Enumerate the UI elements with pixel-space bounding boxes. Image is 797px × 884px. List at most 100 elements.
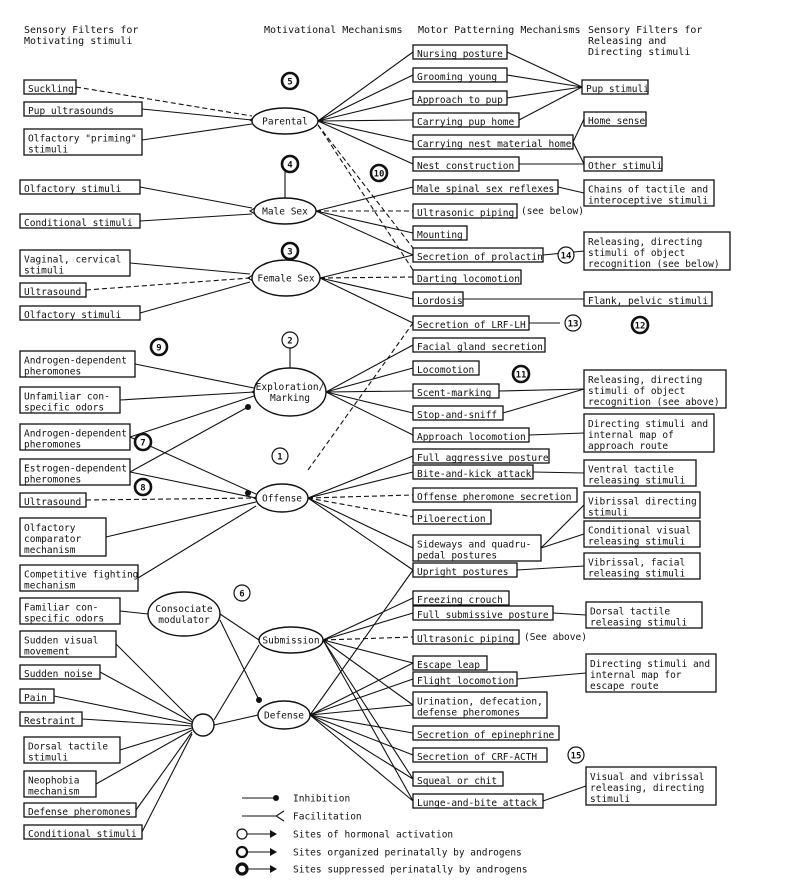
left-estrogen-dep-text: Estrogen-dependent: [24, 464, 127, 475]
left-pain-text: Pain: [24, 693, 47, 704]
motor-mounting-text: Mounting: [417, 230, 463, 241]
right-box: [583, 413, 715, 453]
marker-circle: [567, 746, 585, 764]
node-ellipse: [251, 107, 319, 135]
motor-box: [412, 605, 554, 621]
header-motivational-text: Motivational Mechanisms: [264, 25, 402, 36]
connection-line: [322, 636, 414, 641]
motor-lordosis-text: Lordosis: [417, 296, 463, 307]
motor-box: [412, 44, 508, 60]
left-olfactory-stimuli-1: Olfactory stimuli: [19, 179, 141, 195]
motor-offense-pheromone-text: Offense pheromone secretion: [417, 492, 571, 503]
connection-line: [119, 727, 193, 751]
motor-secretion-crf: Secretion of CRF-ACTH: [412, 747, 548, 763]
connection-line: [213, 644, 260, 721]
marker-8: 8: [133, 477, 153, 497]
node-ellipse: [251, 259, 321, 297]
motor-secretion-epinephrine: Secretion of epinephrine: [412, 725, 560, 741]
left-restraint-text: Restraint: [24, 716, 75, 727]
marker-number: 6: [239, 590, 244, 600]
connection-line: [552, 612, 587, 616]
motor-lordosis: Lordosis: [412, 291, 464, 307]
motor-squeal-text: Squeal or chit: [417, 776, 497, 787]
right-releasing-above-text: Releasing, directing: [588, 375, 702, 386]
connection-line: [317, 119, 414, 122]
right-directing-approach-text: Directing stimuli and: [588, 419, 708, 430]
left-box: [19, 249, 131, 277]
marker-9: 9: [149, 337, 169, 357]
right-box: [583, 156, 663, 172]
left-familiar-odors-text: Familiar con-: [24, 603, 98, 614]
left-box: [19, 458, 131, 486]
left-box: [19, 305, 141, 321]
motor-secretion-prolactin: Secretion of prolactin: [412, 247, 544, 263]
motor-box: [412, 225, 468, 241]
motor-mounting: Mounting: [412, 225, 468, 241]
motor-secretion-lrf: Secretion of LRF-LH: [412, 315, 530, 331]
legend-hormonal: Sites of hormonal activation: [236, 828, 453, 841]
left-conditional-stimuli-1-text: Conditional stimuli: [24, 218, 133, 229]
left-box: [23, 101, 143, 117]
motor-escape-leap: Escape leap: [412, 655, 488, 671]
node-consociate-text: modulator: [158, 615, 210, 626]
header-motor-text: Motor Patterning Mechanisms: [418, 25, 581, 36]
marker-1: 1: [271, 447, 289, 465]
right-ventral-tactile-text: Ventral tactile: [588, 465, 674, 476]
connection-line: [115, 643, 193, 721]
connection-line: [119, 391, 255, 401]
left-ultrasound-1-text: Ultrasound: [24, 287, 81, 298]
connection-line: [213, 714, 259, 726]
marker-number: 14: [561, 252, 572, 262]
marker-3: 3: [280, 241, 300, 261]
right-releasing-above-text: stimuli of object: [588, 386, 685, 397]
note-see-above: (See above): [524, 632, 587, 643]
right-pup-stimuli: Pup stimuli: [581, 79, 649, 95]
motor-ultrasonic-piping-1: Ultrasonic piping: [412, 203, 518, 219]
node-parental-text: Parental: [262, 117, 308, 128]
motor-approach-pup-text: Approach to pup: [417, 95, 503, 106]
node-female-sex-text: Female Sex: [257, 274, 314, 285]
motor-stop-sniff-text: Stop-and-sniff: [417, 410, 497, 421]
left-olfactory-comparator-text: comparator: [24, 534, 81, 545]
right-box: [583, 369, 727, 409]
left-androgen-dep-2-text: pheromones: [24, 440, 81, 451]
motor-box: [412, 179, 559, 195]
connection-line: [572, 118, 585, 143]
header-sensory-releasing-text: Releasing and: [588, 36, 666, 47]
marker-2: 2: [281, 331, 299, 349]
marker-15: 15: [567, 746, 585, 764]
connection-line: [95, 729, 193, 785]
right-home-sense: Home sense: [583, 111, 647, 127]
left-sudden-visual-text: movement: [24, 647, 70, 658]
legend-hormonal-label: Sites of hormonal activation: [293, 830, 453, 841]
connection-line: [317, 124, 414, 249]
left-box: [19, 213, 141, 229]
marker-14: 14: [557, 246, 575, 264]
connection-line: [325, 391, 414, 414]
connection-line: [309, 714, 414, 756]
connection-line: [129, 262, 251, 275]
left-box: [19, 423, 131, 451]
marker-6: 6: [233, 584, 251, 602]
legend-inhibition: Inhibition: [242, 794, 350, 805]
left-neophobia-text: Neophobia: [28, 776, 79, 787]
marker-circle: [280, 241, 300, 261]
motor-freezing: Freezing crouch: [412, 590, 510, 606]
connection-line: [325, 344, 414, 393]
marker-number: 15: [571, 752, 582, 762]
motor-darting: Darting locomotion: [412, 269, 522, 285]
right-dorsal-tactile-right-text: Dorsal tactile: [590, 607, 670, 618]
motor-box: [412, 427, 530, 443]
right-conditional-visual-text: Conditional visual: [588, 526, 691, 537]
connection-line: [105, 501, 257, 538]
motor-box: [412, 112, 520, 128]
motor-box: [412, 771, 504, 787]
left-pup-ultrasounds: Pup ultrasounds: [23, 101, 143, 117]
